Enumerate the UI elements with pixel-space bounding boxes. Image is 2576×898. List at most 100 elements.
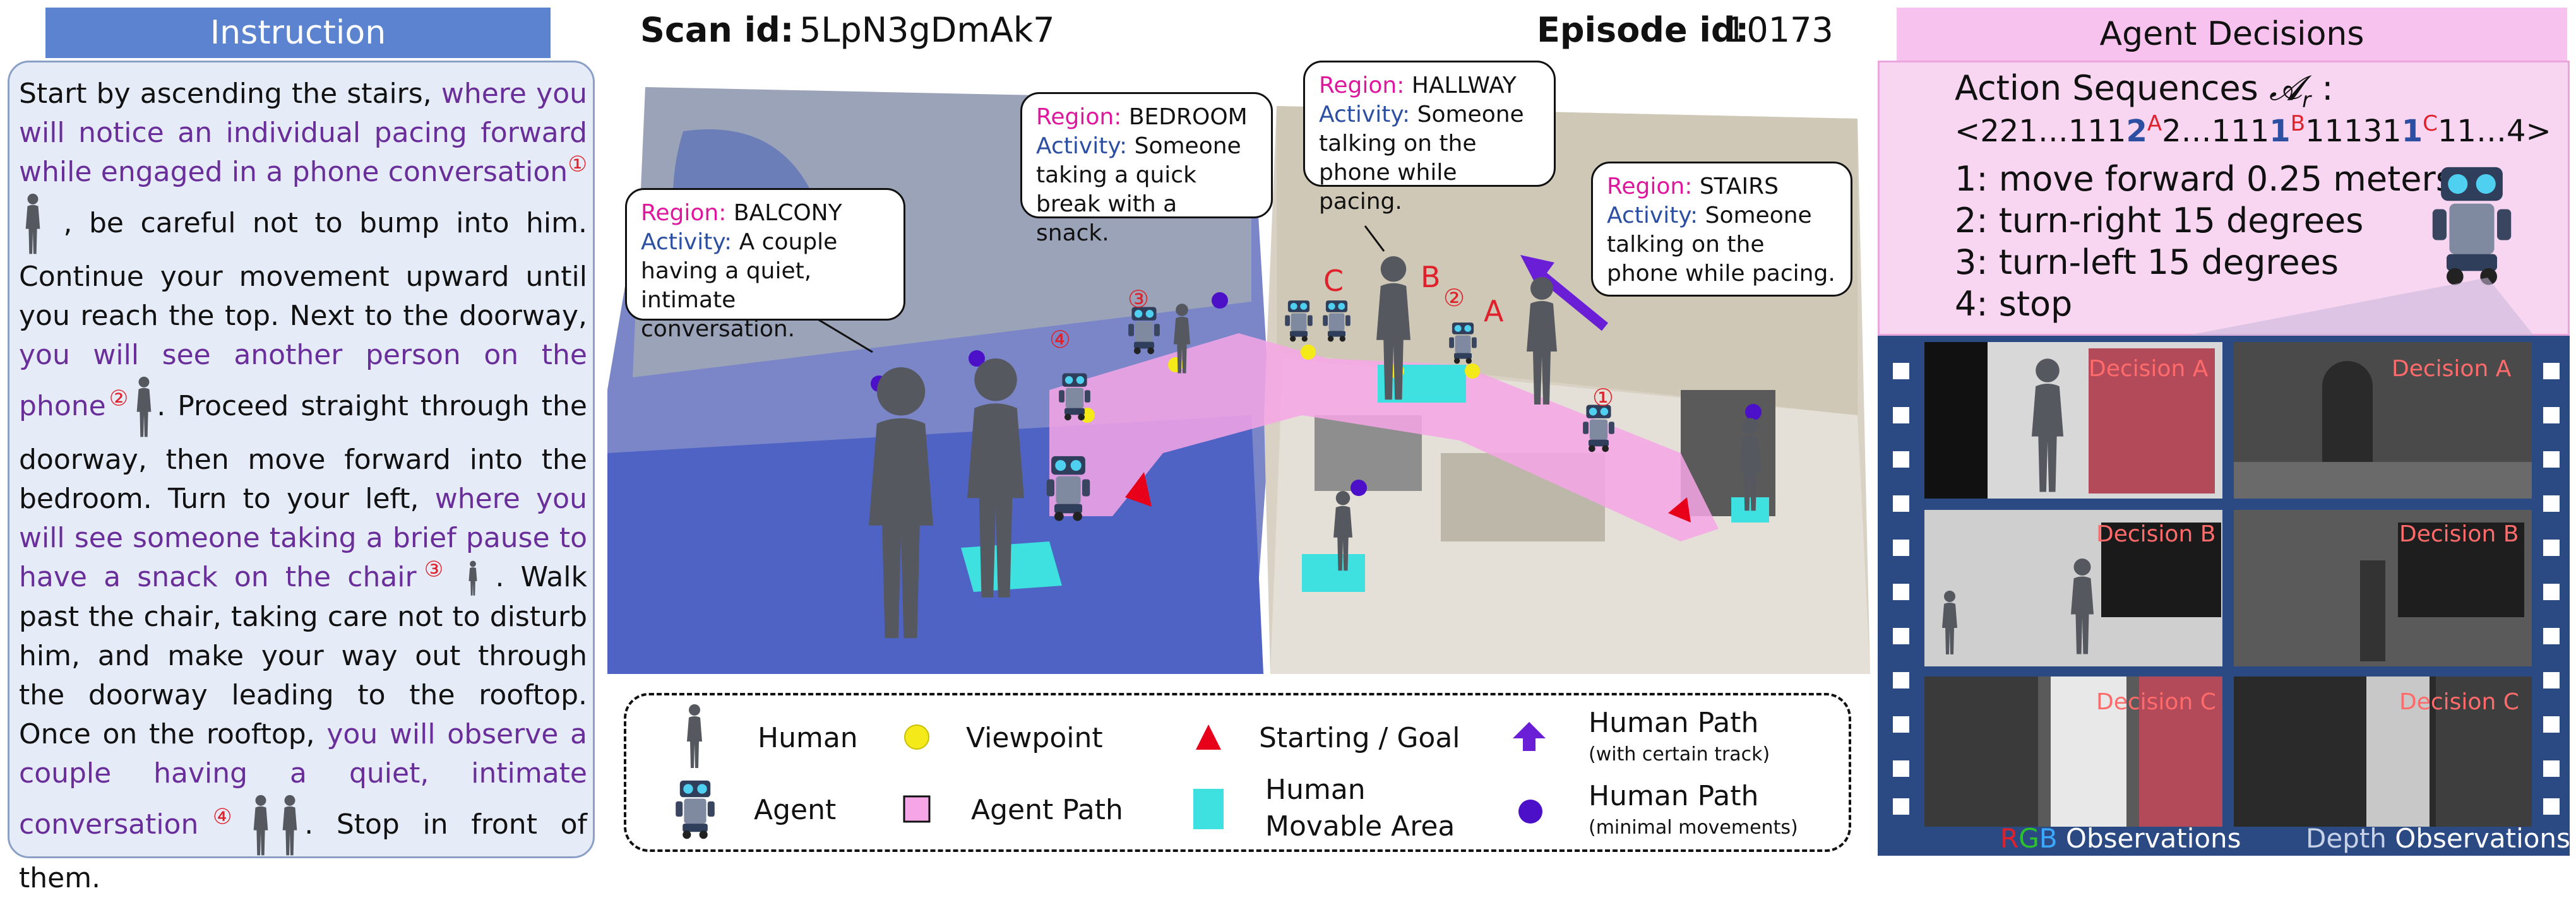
agent-path xyxy=(1049,333,1719,541)
decision-label: Decision B xyxy=(2399,521,2519,547)
decision-label: Decision A xyxy=(2392,356,2512,382)
legend-agent-path-icon xyxy=(903,795,931,823)
bubble-activity-value: Someone taking a quick break with a snac… xyxy=(1036,133,1241,246)
action-item-2: 2: turn-right 15 degrees xyxy=(1955,201,2364,240)
seq-part: 1 xyxy=(2269,114,2291,149)
film-hole xyxy=(2543,716,2560,733)
film-hole xyxy=(1893,540,1909,556)
bubble-region-value: STAIRS xyxy=(1699,174,1779,199)
seq-part: 11131 xyxy=(2305,114,2402,149)
film-hole xyxy=(2543,407,2560,423)
action-item-1: 1: move forward 0.25 meters xyxy=(1955,159,2454,199)
instruction-highlight: where you will see someone taking a brie… xyxy=(19,483,587,593)
human-path-minimal xyxy=(1212,292,1228,309)
goal-marker xyxy=(1125,472,1152,507)
instruction-span: Start by ascending the stairs, xyxy=(19,78,441,110)
scene-marker-3: ③ xyxy=(1128,285,1150,313)
bubble-activity-value: Someone talking on the phone while pacin… xyxy=(1319,102,1524,215)
instruction-header: Instruction xyxy=(45,8,551,58)
film-hole xyxy=(1893,407,1909,423)
film-hole xyxy=(1893,451,1909,468)
legend-agent-label: Agent xyxy=(754,794,837,826)
film-hole xyxy=(2543,584,2560,600)
decision-label: Decision C xyxy=(2096,689,2216,715)
instruction-highlight: where you will notice an individual paci… xyxy=(19,78,588,188)
legend-viewpoint-icon xyxy=(904,724,929,750)
film-hole xyxy=(2543,798,2560,815)
scene-decision-c: C xyxy=(1323,264,1344,298)
episode-id-value: 10173 xyxy=(1725,10,1834,50)
scene-marker-4: ④ xyxy=(1049,326,1071,353)
scan-id-label: Scan id: xyxy=(640,10,794,50)
depth-observation-a: Decision A xyxy=(2234,342,2532,499)
scene-marker-2: ② xyxy=(1443,284,1465,312)
depth-word: Depth xyxy=(2306,823,2387,854)
instruction-span: . Proceed straight through the doorway, … xyxy=(19,390,587,515)
film-hole xyxy=(1893,760,1909,777)
legend-agent-icon xyxy=(676,780,715,839)
bubble-hallway: Region: HALLWAY Activity: Someone talkin… xyxy=(1303,61,1556,215)
depth-observation-b: Decision B xyxy=(2234,510,2532,666)
legend-human-path-min-icon xyxy=(1518,800,1542,824)
instruction-marker: ④ xyxy=(198,804,247,830)
legend-movable-area-label-2: Movable Area xyxy=(1265,810,1455,842)
bubble-activity-label: Activity: xyxy=(1319,102,1410,127)
legend-human-path-track-icon xyxy=(1513,722,1546,751)
decision-label: Decision B xyxy=(2096,521,2216,547)
legend-path-min-label: Human Path xyxy=(1589,780,1759,812)
bubble-activity-label: Activity: xyxy=(641,229,732,255)
seq-part: 1 xyxy=(2401,114,2423,149)
callout-line xyxy=(809,313,873,353)
instruction-span: . Walk past the chair, taking care not t… xyxy=(19,561,587,750)
film-hole xyxy=(2543,363,2560,379)
instruction-highlight: you will observe a couple having a quiet… xyxy=(19,718,587,841)
action-seq-colon: : xyxy=(2311,68,2334,108)
instruction-highlight: you will see another person on the phone xyxy=(19,339,587,422)
legend-start-goal-icon xyxy=(1196,724,1221,750)
start-marker xyxy=(1668,497,1691,523)
bubble-activity-value: Someone talking on the phone while pacin… xyxy=(1607,203,1835,287)
agent-robot-large xyxy=(2432,167,2512,285)
seq-part: 11…4> xyxy=(2437,114,2551,149)
callout-line xyxy=(1364,225,1385,252)
film-hole xyxy=(2543,495,2560,512)
bubble-activity-value: A couple having a quiet, intimate conver… xyxy=(641,229,838,342)
seq-part: <221…111 xyxy=(1955,114,2126,149)
bubble-region-label: Region: xyxy=(1036,104,1122,130)
film-hole xyxy=(1893,716,1909,733)
instruction-span: , be careful not to bump into him. Conti… xyxy=(19,207,587,332)
decision-label: Decision C xyxy=(2399,689,2519,715)
bubble-bedroom: Region: BEDROOM Activity: Someone taking… xyxy=(1020,92,1273,246)
depth-caption: Depth Observations xyxy=(2306,823,2570,854)
balcony-floor xyxy=(607,415,1264,687)
human-stand-figure-icon xyxy=(136,376,152,437)
instruction-marker: ① xyxy=(568,151,587,177)
human-path-minimal xyxy=(1745,404,1762,420)
action-seq-symbol: 𝓐 xyxy=(2269,68,2303,108)
legend-human-icon xyxy=(687,704,702,768)
movable-area-stairs xyxy=(1731,497,1769,523)
film-hole xyxy=(2543,540,2560,556)
action-seq-title: Action Sequences 𝓐r : xyxy=(1955,68,2333,113)
decision-label: Decision A xyxy=(2089,356,2209,382)
film-hole xyxy=(1893,584,1909,600)
legend-human-label: Human xyxy=(758,722,858,754)
rgb-letter-b: B xyxy=(2039,823,2058,854)
bubble-region-value: BALCONY xyxy=(733,200,842,226)
seq-part: B xyxy=(2290,111,2306,136)
viewpoint xyxy=(1301,345,1316,360)
bubble-region-label: Region: xyxy=(641,200,727,226)
human-sit-figure-icon xyxy=(468,560,478,596)
scene-decision-a: A xyxy=(1484,294,1504,328)
human-path-minimal xyxy=(1351,480,1367,496)
bubble-balcony: Region: BALCONY Activity: A couple havin… xyxy=(625,188,905,342)
legend-agent-path-label: Agent Path xyxy=(971,794,1123,826)
rgb-observation-a: Decision A xyxy=(1924,342,2222,499)
rgb-caption-text: Observations xyxy=(2065,823,2241,854)
bubble-stairs: Region: STAIRS Activity: Someone talking… xyxy=(1591,162,1852,297)
legend-movable-area-icon xyxy=(1193,789,1224,829)
legend-path-track-label: Human Path xyxy=(1589,707,1759,739)
scene-marker-1: ① xyxy=(1592,384,1614,411)
bubble-region-label: Region: xyxy=(1607,174,1693,199)
bubble-region-value: HALLWAY xyxy=(1411,73,1517,98)
